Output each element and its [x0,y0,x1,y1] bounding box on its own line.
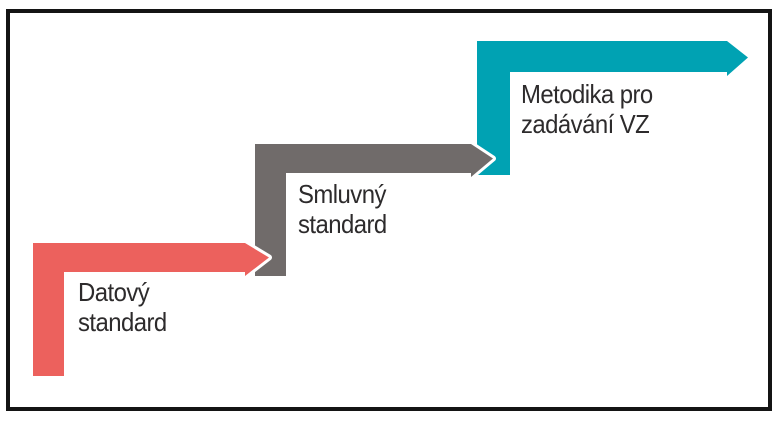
frame-border [6,9,772,411]
step-label-datovy-standard: Datový standard [78,277,167,337]
step-label-line: Datový [78,277,150,307]
step-arrow-metodika-pro-zadavani-vz [474,38,751,178]
step-arrow-datovy-standard [30,240,272,379]
step-label-line: standard [298,209,387,239]
step-arrow-smluvny-standard [252,141,496,279]
step-label-line: Smluvný [298,179,386,209]
step-label-line: standard [78,307,167,337]
step-label-metodika-pro-zadavani-vz: Metodika pro zadávání VZ [521,79,653,139]
step-label-line: zadávání VZ [521,109,650,139]
step-label-line: Metodika pro [521,79,653,109]
step-label-smluvny-standard: Smluvný standard [298,179,387,239]
